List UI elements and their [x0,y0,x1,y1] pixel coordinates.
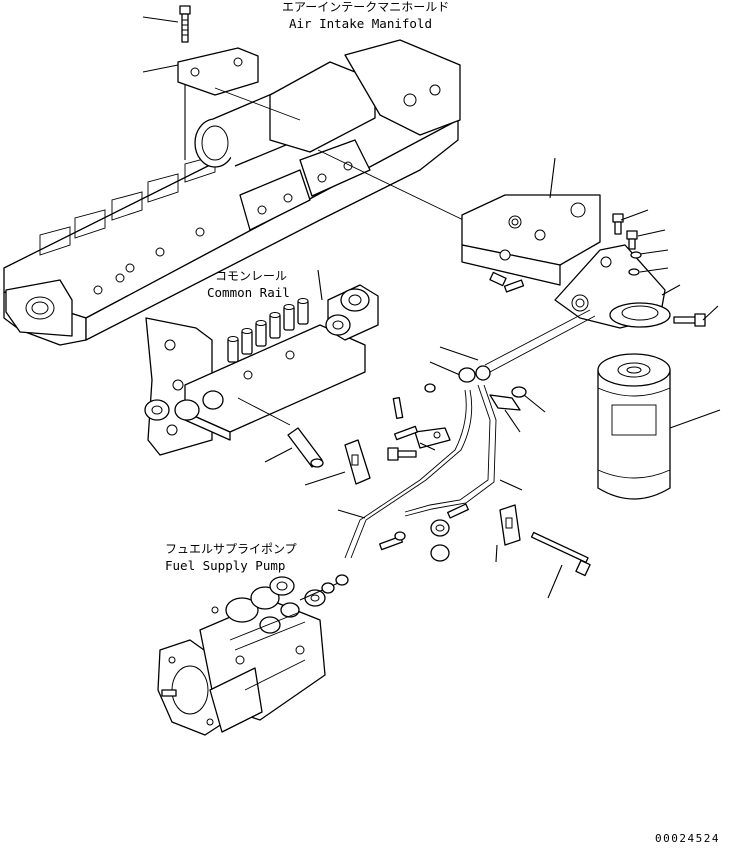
spacer-sleeve [264,427,324,468]
filter-head-side-bolt [661,284,719,327]
callout-line [142,16,179,23]
fuel-pump-label-en: Fuel Supply Pump [165,558,285,573]
air-intake-manifold [3,39,461,346]
manifold-bracket [177,47,259,160]
clamp-plate [304,439,371,486]
filter-bracket [461,157,601,286]
air-intake-label-jp: エアーインテークマニホールド [282,0,449,14]
filter-head-bolts [612,209,669,276]
long-bolt [530,531,591,599]
bracket-bolt [489,271,525,293]
pipe-clamps [414,346,546,563]
fuel-pipes [337,309,596,559]
common-rail-label-en: Common Rail [207,285,290,300]
fuel-pump-label-jp: フュエルサプライポンプ [165,542,297,556]
drawing-number: 00024524 [655,832,720,845]
common-rail [144,269,379,456]
fuel-supply-pump [157,574,349,736]
bolt-top [179,5,191,43]
filter-head [554,244,671,329]
bolts-middle [378,396,469,551]
fuel-filter-cartridge [597,353,721,500]
rail-ports [227,298,309,363]
air-intake-label-en: Air Intake Manifold [289,16,432,31]
banjo-fittings [424,365,491,562]
callout-line [142,64,179,73]
common-rail-label-jp: コモンレール [215,269,287,283]
